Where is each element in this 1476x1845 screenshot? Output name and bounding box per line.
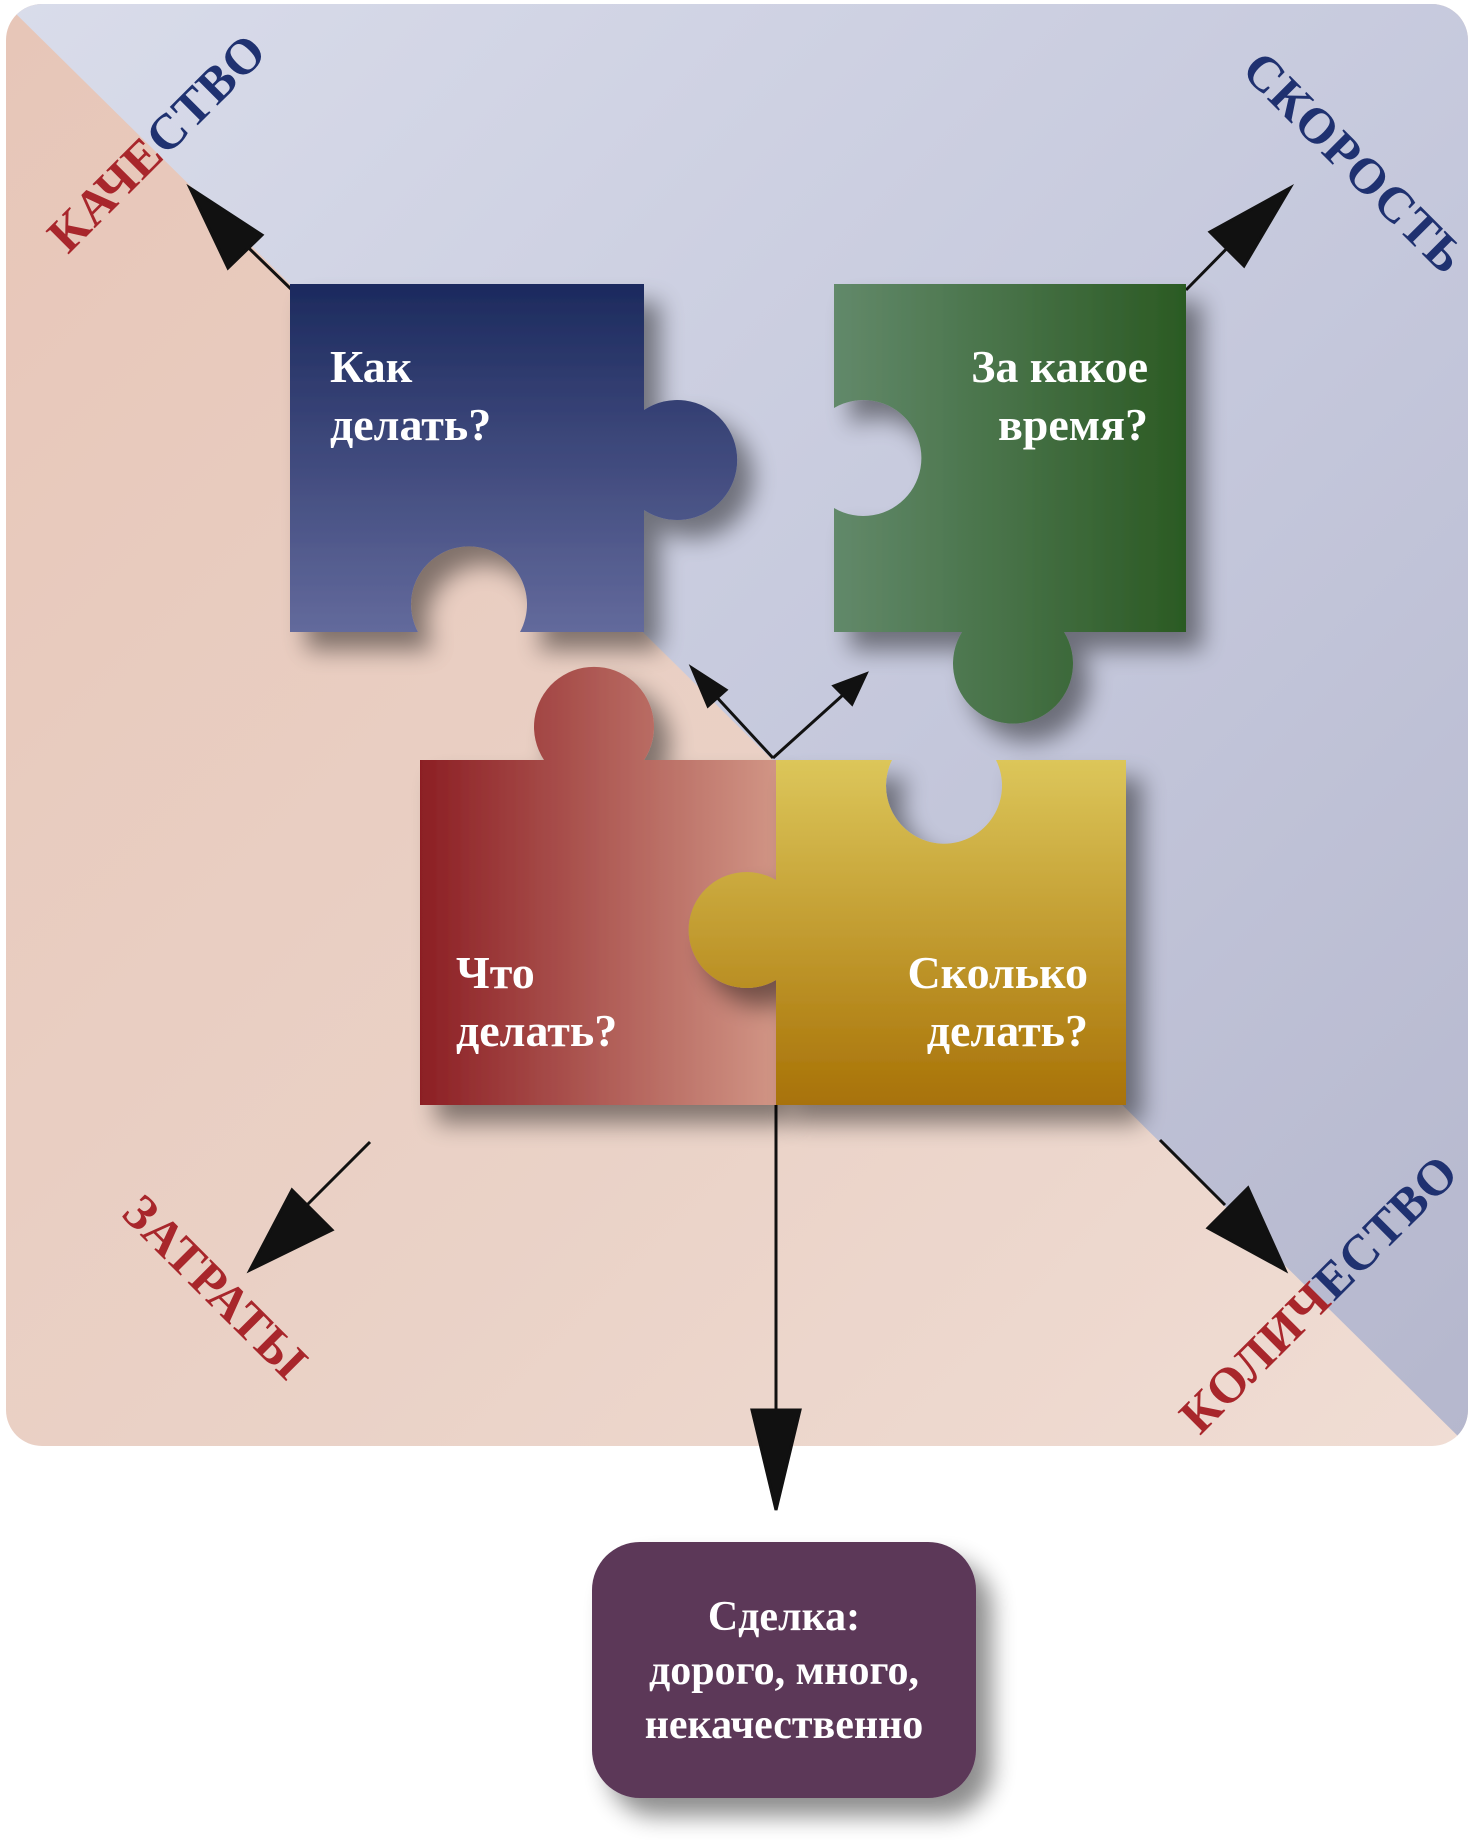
arrowhead-costs xyxy=(246,1187,335,1274)
arrow-center-left xyxy=(710,690,775,760)
piece-howmuch xyxy=(688,760,1126,1105)
piece-howmuch-line1: Сколько xyxy=(907,947,1088,998)
result-line1: Сделка: xyxy=(708,1594,860,1640)
piece-what xyxy=(420,666,776,1105)
arrowhead-result xyxy=(750,1408,802,1511)
piece-what-line2: делать? xyxy=(456,1005,617,1056)
result-line2: дорого, много, xyxy=(649,1648,919,1694)
piece-when-line2: время? xyxy=(998,399,1148,450)
arrow-center-right xyxy=(771,692,846,760)
piece-when xyxy=(834,284,1186,724)
piece-how-line2: делать? xyxy=(330,399,491,450)
piece-howmuch-line2: делать? xyxy=(927,1005,1088,1056)
arrowhead-quantity xyxy=(1205,1185,1289,1274)
piece-when-line1: За какое xyxy=(971,341,1148,392)
piece-what-line1: Что xyxy=(456,947,535,998)
arrow-costs xyxy=(303,1140,372,1209)
piece-how-line1: Как xyxy=(330,341,413,392)
piece-how xyxy=(290,284,738,632)
arrowhead-center-left xyxy=(688,664,729,709)
arrowhead-speed xyxy=(1207,184,1295,269)
result-box xyxy=(592,1542,976,1798)
arrows xyxy=(186,183,1295,1511)
result-line3: некачественно xyxy=(645,1702,924,1748)
arrowhead-quality xyxy=(186,183,265,271)
arrow-quantity xyxy=(1158,1138,1227,1207)
arrowhead-center-right xyxy=(831,671,869,707)
